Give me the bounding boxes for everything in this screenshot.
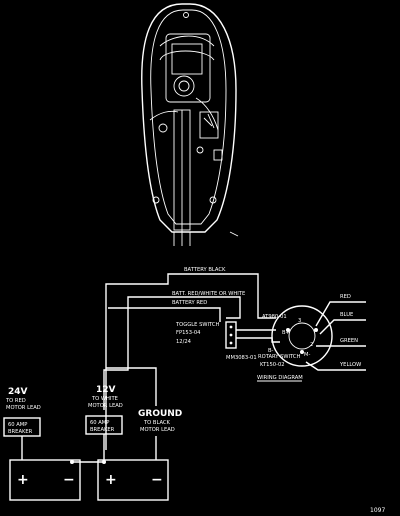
wiring-diagram-caption: WIRING DIAGRAM — [257, 375, 303, 381]
battery-2-minus: − — [151, 472, 163, 488]
terminal-3: 3 — [298, 318, 301, 324]
wiring-block: BATTERY BLACK BATT. RED/WHITE OR WHITE B… — [105, 267, 366, 450]
battery-red-label: BATTERY RED — [172, 300, 207, 306]
svg-text:BREAKER: BREAKER — [90, 427, 115, 433]
v12-sub2: MOTOR LEAD — [88, 403, 123, 409]
page-number: 1097 — [370, 507, 385, 514]
motor-housing-drawing — [141, 3, 239, 246]
toggle-switch — [225, 321, 237, 349]
rotary-switch: B+ M- B- 3 2 — [268, 305, 333, 367]
battery-black-label: BATTERY BLACK — [184, 267, 226, 273]
svg-text:60 AMP: 60 AMP — [8, 422, 27, 428]
green-wire-label: GREEN — [340, 338, 358, 344]
red-lead-wire — [315, 301, 366, 327]
terminal-m-minus: M- — [304, 352, 310, 358]
v12-title: 12V — [96, 385, 116, 395]
v24-title: 24V — [8, 387, 28, 397]
batt-red-white-label: BATT. RED/WHITE OR WHITE — [172, 291, 245, 297]
terminal-b-minus: B- — [268, 348, 274, 354]
terminal-2: 2 — [310, 342, 313, 348]
ground-title: GROUND — [138, 409, 182, 419]
red-wire-label: RED — [340, 294, 351, 300]
ground-sub2: MOTOR LEAD — [140, 427, 175, 433]
rotary-switch-part: KT150-02 — [260, 362, 285, 368]
rotary-switch-title: ROTARY SWITCH — [258, 354, 301, 360]
toggle-switch-part: FP153-04 — [176, 330, 201, 336]
ground-sub1: TO BLACK — [143, 420, 171, 426]
v24-sub2: MOTOR LEAD — [6, 405, 41, 411]
battery-section: 24V TO RED MOTOR LEAD 60 AMP BREAKER 12V… — [3, 354, 182, 501]
rotary-top-label: AT980-01 — [262, 314, 287, 320]
battery-red-wire — [108, 307, 221, 322]
blue-wire-label: BLUE — [340, 312, 353, 318]
battery-black-wire — [105, 273, 276, 450]
battery-1-minus: − — [63, 472, 75, 488]
battery-1-plus: + — [17, 472, 29, 488]
battery-2-plus: + — [105, 472, 117, 488]
yellow-lead-wire — [305, 361, 366, 371]
battery-2 — [97, 459, 169, 501]
battery-1 — [9, 459, 81, 501]
svg-text:60 AMP: 60 AMP — [90, 420, 109, 426]
blue-lead-wire — [319, 319, 366, 335]
terminal-b-plus: B+ — [282, 330, 290, 336]
battery-white-wire — [127, 296, 241, 354]
v24-sub1: TO RED — [5, 398, 26, 404]
toggle-switch-voltage: 12/24 — [176, 339, 192, 345]
yellow-wire-label: YELLOW — [339, 362, 361, 368]
switch-part-label: MM3083-01 — [226, 355, 257, 361]
toggle-switch-title: TOGGLE SWITCH — [175, 322, 220, 328]
svg-text:BREAKER: BREAKER — [8, 429, 33, 435]
